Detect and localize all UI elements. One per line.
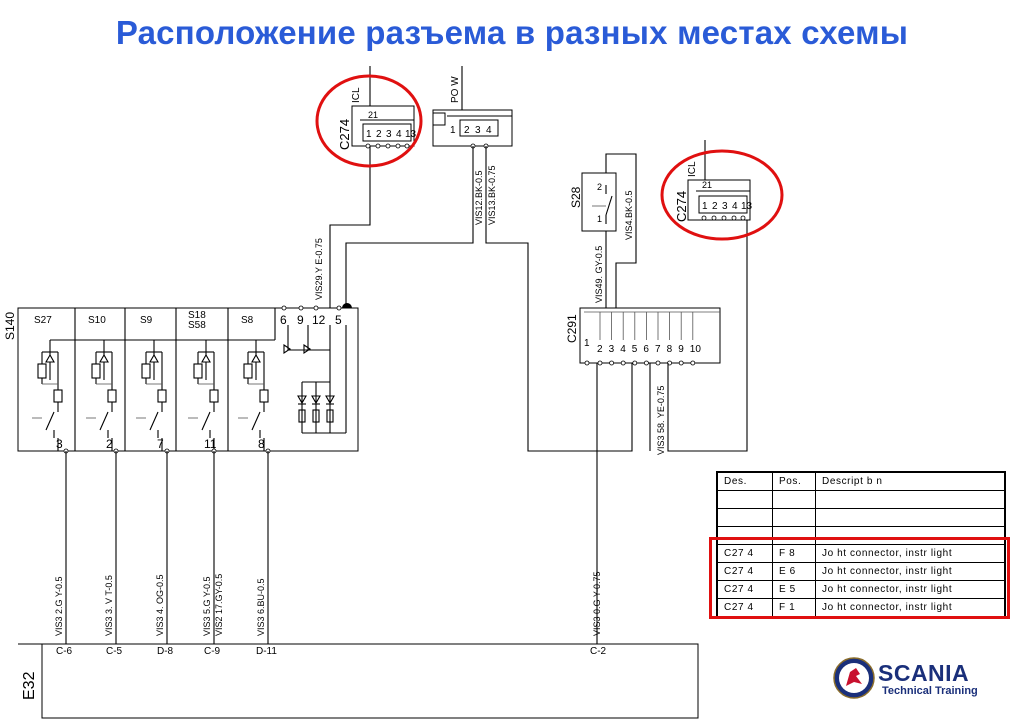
c291-pin-8: 8 (667, 344, 673, 355)
pin-21-2: 21 (702, 180, 712, 190)
c291-pin-6: 6 (643, 344, 649, 355)
wire-label-gy05: VIS49. GY-0.5 (594, 246, 604, 303)
e32-pin-C-5: C-5 (106, 646, 123, 657)
switch-label-s9: S9 (140, 315, 153, 326)
module-bottom-pin-2: 2 (106, 437, 113, 451)
legend-header-pos: Pos. (772, 472, 816, 491)
e32-pin-D-11: D-11 (256, 646, 277, 657)
griffin-emblem-icon (833, 657, 875, 699)
highlight-circle-c274-top (315, 74, 423, 168)
switch-s28[interactable]: S28 2 1 (569, 172, 617, 232)
logo-wordmark: SCANIA (878, 660, 970, 686)
e32-pin-C-2: C-2 (590, 646, 607, 657)
c274-pin-13: 13 (405, 129, 417, 140)
pow-pin-4: 4 (486, 125, 492, 136)
page-title: Расположение разъема в разных местах схе… (115, 14, 909, 51)
c291-pin-2: 2 (597, 344, 603, 355)
c274-pin-4: 4 (732, 201, 738, 212)
wire-label-s28: VIS4.BK-0.5 (624, 190, 634, 240)
wire-label-bottom-5: VIS2 17.GY-0.5 (214, 574, 224, 636)
wire-label-y075: VIS29.Y E-0.75 (314, 238, 324, 300)
module-top-pin-5: 5 (335, 313, 342, 327)
wire-label-bottom-1: VIS3 2.G Y-0.5 (54, 576, 64, 636)
s28-label: S28 (569, 186, 583, 208)
legend-header-des: Des. (717, 472, 773, 491)
wire-label-ye075: VIS3 58. YE-0.75 (656, 386, 666, 455)
wire-label-top-a: VIS12.BK-0.5 (474, 170, 484, 225)
scania-logo: SCANIA Technical Training (832, 654, 1002, 704)
pin-21: 21 (368, 110, 378, 120)
c291-pin-1: 1 (584, 338, 590, 349)
wire-label-bottom-6: VIS3 6.BU-0.5 (256, 578, 266, 636)
c274-label: C274 (337, 119, 352, 150)
wire-label-bottom-3: VIS3 4. OG-0.5 (155, 574, 165, 636)
icl-label: ICL (351, 87, 362, 103)
icl-label-2: ICL (687, 161, 698, 177)
wire-label-bottom-7: VIS3 0.G Y-0.75 (592, 571, 602, 636)
module-bottom-pin-11: 11 (204, 437, 217, 451)
switch-label-s10: S10 (88, 315, 106, 326)
legend-header-desc: Descript b n (815, 472, 1005, 491)
s28-pin-1: 1 (597, 214, 602, 224)
module-bottom-pin-3: 3 (56, 437, 63, 451)
switch-label-s27: S27 (34, 315, 52, 326)
switch-label-s8: S8 (241, 315, 254, 326)
wire-label-bottom-2: VIS3 3. V T-0.5 (104, 575, 114, 636)
e32-label: E32 (21, 671, 38, 700)
e32-pin-C-6: C-6 (56, 646, 73, 657)
module-bottom-pin-7: 7 (157, 437, 164, 451)
c291-pin-10: 10 (690, 344, 702, 355)
module-top-pin-6: 6 (280, 313, 287, 327)
module-top-pin-9: 9 (297, 313, 304, 327)
c274-pin-4: 4 (396, 129, 402, 140)
c291-pin-4: 4 (620, 344, 626, 355)
c291-pin-3: 3 (609, 344, 615, 355)
s140-label: S140 (3, 312, 17, 340)
e32-pin-C-9: C-9 (204, 646, 221, 657)
legend-highlight-frame (709, 537, 1010, 619)
switch-label-s18: S18 (188, 310, 206, 321)
module-bottom-pin-8: 8 (258, 437, 265, 451)
c274-pin-2: 2 (376, 129, 382, 140)
pow-label: PO W (450, 76, 461, 103)
e32-pin-D-8: D-8 (157, 646, 174, 657)
legend-header-row: Des. Pos. Descript b n (717, 472, 1005, 491)
pow-pin-2: 2 (464, 125, 470, 136)
c274-pin-13: 13 (741, 201, 753, 212)
logo-subtitle: Technical Training (882, 685, 978, 697)
wire-label-top-b: VIS13.BK-0.75 (487, 165, 497, 225)
c274-pin-3: 3 (386, 129, 392, 140)
c291-pin-7: 7 (655, 344, 661, 355)
c291-label: C291 (565, 314, 579, 343)
c291-pin-9: 9 (678, 344, 684, 355)
c274-label-2: C274 (674, 191, 689, 222)
module-e32[interactable]: E32 C-6 C-5 D-8 C-9 D-11 C-2 (18, 643, 699, 719)
highlight-circle-c274-right (660, 149, 784, 241)
pow-pin-3: 3 (475, 125, 481, 136)
c274-pin-1: 1 (366, 129, 372, 140)
wire-label-bottom-4: VIS3 5.G Y-0.5 (202, 576, 212, 636)
s28-pin-2: 2 (597, 182, 602, 192)
module-top-pin-12: 12 (312, 313, 326, 327)
pow-pin-1: 1 (450, 125, 456, 136)
switch-label-s58: S58 (188, 320, 206, 331)
c274-pin-2: 2 (712, 201, 718, 212)
c274-pin-3: 3 (722, 201, 728, 212)
c291-pin-5: 5 (632, 344, 638, 355)
c274-pin-1: 1 (702, 201, 708, 212)
